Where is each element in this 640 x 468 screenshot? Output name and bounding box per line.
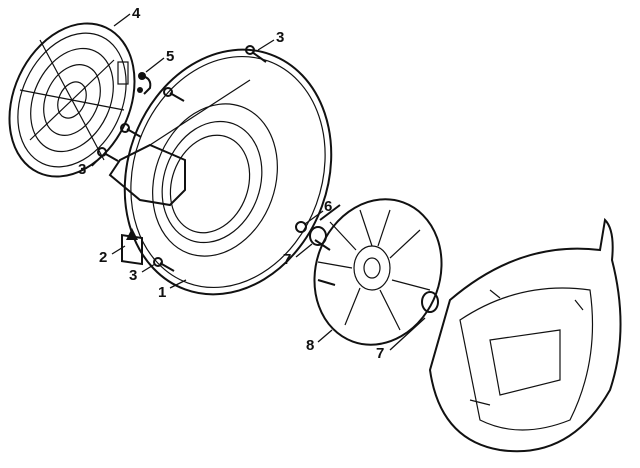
spring-clip-part [137, 72, 152, 95]
callout-4: 4 [132, 5, 141, 22]
callout-3-top: 3 [276, 29, 284, 46]
callout-7-left: 7 [283, 251, 291, 268]
callout-6: 6 [324, 198, 332, 215]
callout-2: 2 [99, 249, 107, 266]
callout-3-bottom: 3 [129, 267, 137, 284]
fan-wheel-part [313, 198, 443, 346]
callout-5: 5 [166, 48, 174, 65]
callout-3-left: 3 [78, 161, 86, 178]
callout-labels: 4 5 3 3 2 3 1 6 7 8 7 [78, 5, 384, 362]
callout-1: 1 [158, 284, 166, 301]
blower-housing-part [108, 48, 333, 296]
callout-7-right: 7 [376, 345, 384, 362]
engine-housing-part [428, 217, 622, 453]
callout-8: 8 [306, 337, 314, 354]
leader-lines [91, 13, 426, 351]
